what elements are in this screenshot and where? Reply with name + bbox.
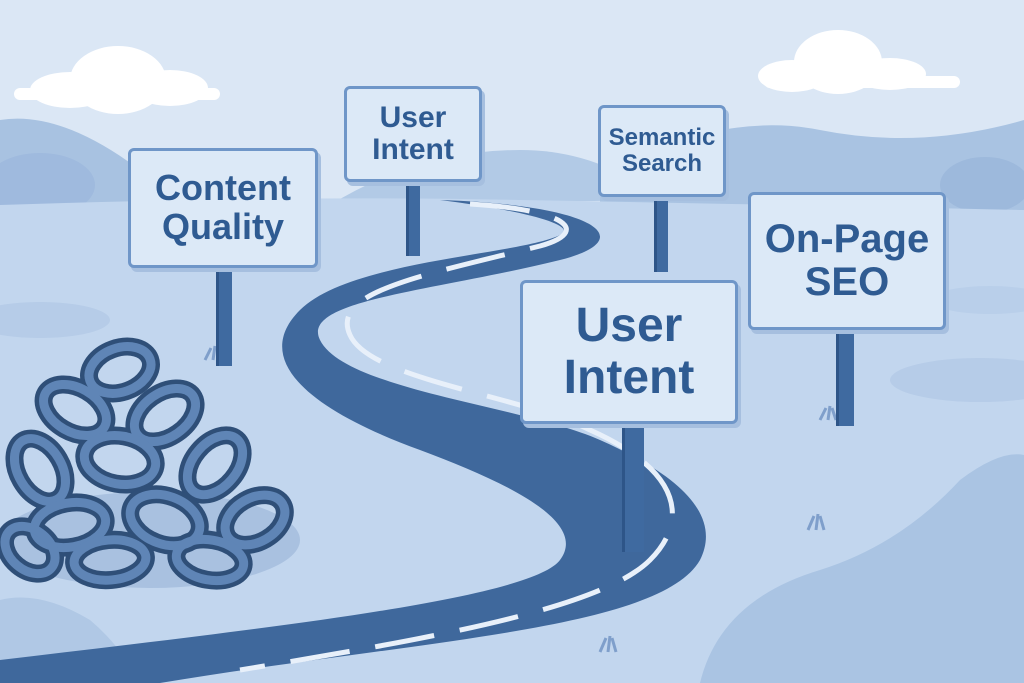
hill-front-right <box>700 454 1024 683</box>
sign-post-user-intent-back <box>406 180 420 256</box>
sign-label: Content Quality <box>155 167 291 247</box>
sign-post-user-intent-front <box>622 420 644 552</box>
sign-label: User Intent <box>563 299 695 404</box>
sign-user-intent-back: User Intent <box>344 86 482 182</box>
sign-user-intent-front: User Intent <box>520 280 738 424</box>
sign-on-page-seo: On-Page SEO <box>748 192 946 330</box>
winding-road <box>0 200 706 683</box>
cloud-right <box>758 30 960 94</box>
sign-content-quality: Content Quality <box>128 148 318 268</box>
bush-right <box>940 157 1024 213</box>
chain-pile <box>0 337 300 590</box>
grass-tufts <box>203 345 838 653</box>
sign-post-content-quality <box>216 262 232 366</box>
bush-left <box>0 153 95 217</box>
sign-label: User Intent <box>372 100 454 166</box>
sign-semantic-search: Semantic Search <box>598 105 726 197</box>
cloud-left <box>14 46 220 114</box>
road-center-line <box>239 201 675 673</box>
sign-post-on-page-seo <box>836 326 854 426</box>
sign-post-semantic-search <box>654 196 668 272</box>
sign-label: Semantic Search <box>608 124 716 177</box>
sign-label: On-Page SEO <box>764 216 930 304</box>
